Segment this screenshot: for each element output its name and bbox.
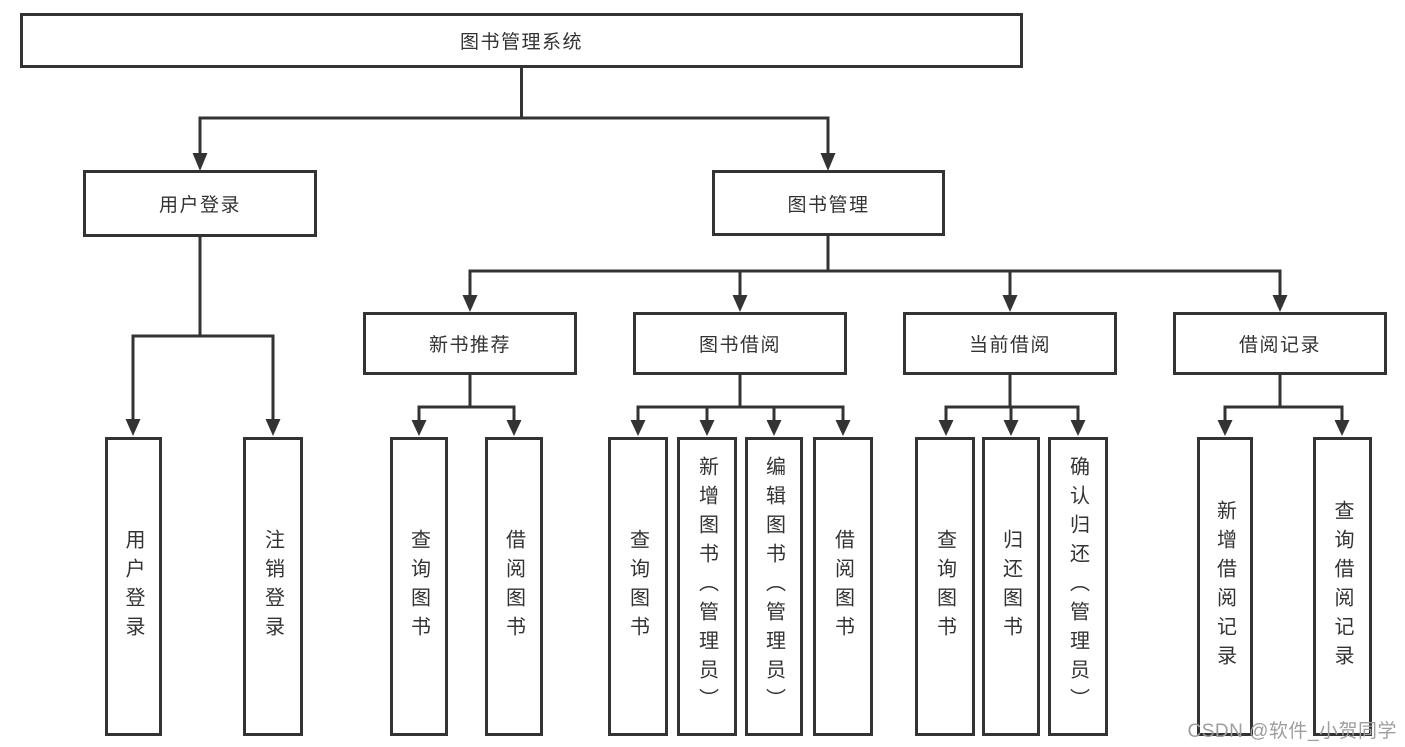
watermark: CSDN @软件_小贺同学: [1187, 721, 1397, 742]
node-user-login-branch: 用户登录: [83, 170, 317, 237]
leaf-label: 新增借阅记录: [1213, 499, 1236, 674]
leaf-label: 确认归还（管理员）: [1066, 456, 1089, 717]
node-label: 借阅记录: [1238, 335, 1321, 356]
leaf-query-borrow-record: 查询借阅记录: [1313, 437, 1372, 736]
leaf-logout: 注销登录: [243, 437, 303, 736]
edge-root-to-level2: [192, 66, 836, 171]
node-new-book-recommendation: 新书推荐: [363, 312, 577, 375]
node-library-management-system: 图书管理系统: [20, 13, 1023, 68]
leaf-edit-books-admin: 编辑图书（管理员）: [745, 437, 803, 736]
node-label: 图书管理系统: [459, 32, 583, 53]
leaf-label: 查询借阅记录: [1331, 499, 1353, 674]
leaf-label: 查询图书: [407, 528, 430, 645]
leaf-borrow-books: 借阅图书: [813, 437, 873, 736]
leaf-label: 新增图书（管理员）: [695, 456, 718, 717]
leaf-add-borrow-record: 新增借阅记录: [1197, 437, 1253, 736]
edge-current-borrow-to-leaves: [938, 374, 1086, 436]
leaf-label: 归还图书: [999, 528, 1022, 645]
edge-book-mgmt-to-level3: [462, 234, 1288, 312]
node-label: 图书借阅: [698, 335, 781, 356]
leaf-confirm-return-admin: 确认归还（管理员）: [1048, 437, 1108, 736]
leaf-query-books: 查询图书: [915, 437, 975, 736]
leaf-label: 编辑图书（管理员）: [762, 456, 785, 717]
leaf-label: 注销登录: [261, 528, 284, 645]
node-label: 当前借阅: [968, 335, 1051, 356]
edge-new-book-to-leaves: [411, 374, 522, 436]
leaf-label: 查询图书: [626, 528, 649, 645]
node-label: 新书推荐: [428, 335, 511, 356]
node-label: 用户登录: [158, 195, 241, 216]
edge-user-login-to-leaves: [125, 235, 281, 436]
leaf-user-login: 用户登录: [105, 437, 162, 736]
leaf-label: 用户登录: [122, 528, 144, 645]
node-borrowing-records: 借阅记录: [1173, 312, 1387, 375]
leaf-borrow-books: 借阅图书: [485, 437, 543, 736]
node-book-borrowing: 图书借阅: [633, 312, 847, 375]
leaf-query-books: 查询图书: [390, 437, 448, 736]
leaf-label: 借阅图书: [502, 528, 525, 645]
node-book-management-branch: 图书管理: [712, 170, 945, 236]
leaf-add-books-admin: 新增图书（管理员）: [677, 437, 737, 736]
leaf-query-books: 查询图书: [608, 437, 668, 736]
node-label: 图书管理: [787, 194, 870, 216]
leaf-return-books: 归还图书: [982, 437, 1040, 736]
node-current-borrowing: 当前借阅: [903, 312, 1117, 375]
leaf-label: 查询图书: [933, 528, 956, 645]
edge-book-borrow-to-leaves: [630, 374, 851, 436]
leaf-label: 借阅图书: [831, 528, 854, 645]
edge-borrow-records-to-leaves: [1217, 374, 1350, 436]
